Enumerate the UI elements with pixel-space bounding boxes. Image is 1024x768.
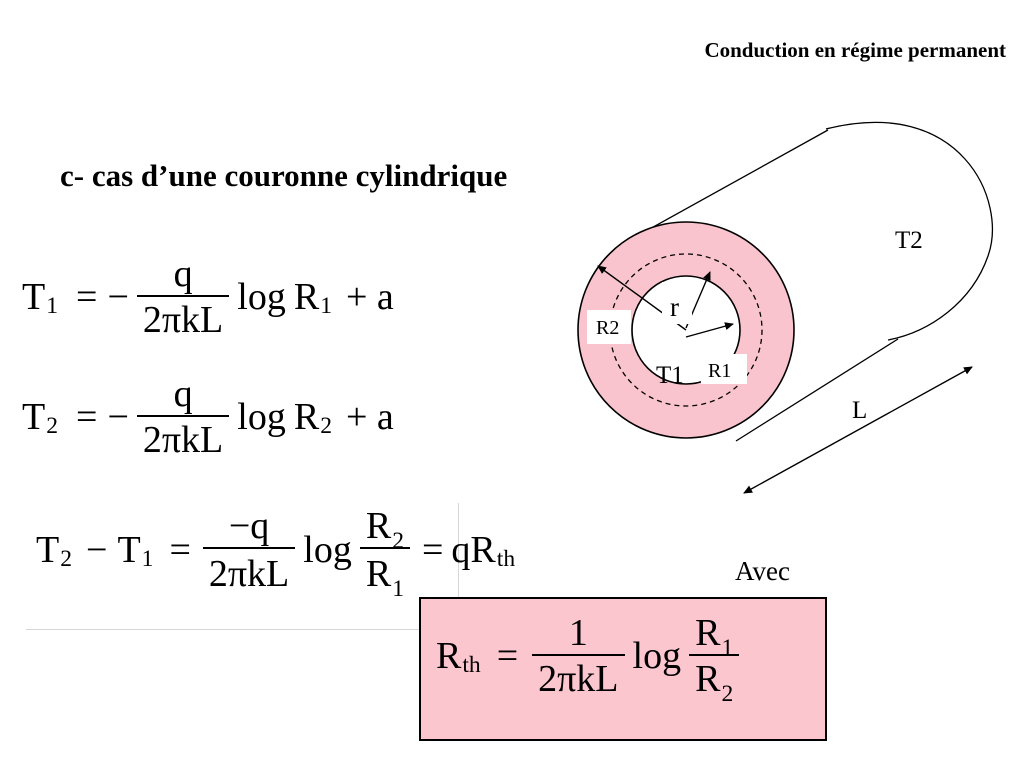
eq1-arg-var: R — [293, 276, 320, 318]
rth-fnum-var: R — [695, 612, 721, 654]
rth-ratio-numerator: R1 — [689, 612, 739, 660]
rth-ratio-fraction: R1 R2 — [689, 612, 740, 706]
eq3-a-sub: 2 — [60, 546, 72, 573]
eq2-fraction: q 2πkL — [136, 373, 230, 461]
eq2-lhs-sub: 2 — [46, 413, 58, 440]
eq3-fnum-var: R — [365, 505, 392, 547]
eq1-equals: = — [76, 276, 98, 318]
eq2-minus: − — [107, 396, 129, 438]
eq3-frame-bottom — [26, 629, 458, 630]
eq3-log: log — [303, 529, 352, 571]
rth-log: log — [632, 635, 682, 677]
avec-label: Avec — [735, 556, 790, 586]
eq3-minus: − — [86, 529, 108, 571]
rth-fden-var: R — [695, 658, 721, 700]
rth-equals: = — [496, 635, 519, 677]
eq2-equals: = — [76, 396, 98, 438]
label-r: r — [670, 292, 679, 322]
eq3-ratio-bar — [359, 547, 410, 549]
eq3-fraction-bar — [202, 547, 296, 549]
label-l: L — [852, 397, 867, 424]
eq2-tail: + a — [345, 396, 394, 438]
eq1-log: log — [237, 276, 286, 318]
rth-ratio-denominator: R2 — [689, 656, 739, 706]
eq3-fden-var: R — [365, 553, 392, 595]
rth-denominator: 2πkL — [538, 658, 619, 700]
eq2-arg-sub: 2 — [320, 413, 332, 440]
cylinder-back-end — [825, 121, 993, 341]
eq3-b-var: T — [117, 529, 141, 571]
rth-lhs-sub: th — [462, 652, 481, 679]
eq2-fraction-bar — [136, 415, 230, 417]
rth-box — [419, 597, 827, 741]
eq3-rhs-var: qR — [451, 529, 496, 571]
r1-label-bg — [701, 354, 747, 384]
eq2-arg-var: R — [293, 396, 320, 438]
page-header-title: Conduction en régime permanent — [704, 38, 1006, 62]
eq3-ratio-fraction: R2 R1 — [359, 505, 410, 601]
eq3-fden-sub: 1 — [392, 575, 404, 602]
eq2-lhs-var: T — [22, 396, 46, 438]
rth-fden-sub: 2 — [721, 680, 734, 707]
section-title: c- cas d’une couronne cylindrique — [60, 158, 508, 193]
eq1-lhs-var: T — [22, 276, 46, 318]
r1-arrow — [685, 322, 734, 338]
rth-numerator: 1 — [568, 612, 588, 654]
eq1-lhs-sub: 1 — [46, 293, 58, 320]
eq3-numerator: −q — [228, 505, 270, 547]
eq1-tail: + a — [345, 276, 394, 318]
rth-fraction-bar — [532, 654, 625, 656]
eq3-b-sub: 1 — [141, 546, 154, 573]
eq3-ratio-denominator: R1 — [360, 549, 410, 601]
eq3-equals: = — [169, 529, 191, 571]
eq2-log: log — [237, 396, 286, 438]
label-r1: R1 — [708, 360, 731, 382]
length-arrow — [743, 366, 973, 494]
eq2-denominator: 2πkL — [142, 419, 224, 461]
r-label-bg — [662, 282, 692, 324]
eq1-arg-sub: 1 — [320, 293, 332, 320]
eq3-fnum-sub: 2 — [392, 527, 404, 554]
eq3-fraction: −q 2πkL — [202, 505, 296, 595]
rth-lhs-var: R — [436, 635, 462, 677]
eq3-frame-right — [458, 503, 459, 630]
eq1-numerator: q — [173, 253, 193, 295]
rth-ratio-bar — [689, 654, 740, 656]
rth-fnum-sub: 1 — [721, 634, 734, 661]
eq3-a-var: T — [36, 529, 60, 571]
eq1-fraction-bar — [136, 295, 230, 297]
eq2-numerator: q — [173, 373, 193, 415]
eq3-denominator: 2πkL — [208, 553, 290, 595]
eq1-denominator: 2πkL — [142, 299, 224, 341]
r2-label-bg — [587, 310, 631, 344]
eq1-minus: − — [107, 276, 129, 318]
label-r2: R2 — [596, 317, 619, 339]
label-t1: T1 — [656, 362, 684, 389]
eq1-fraction: q 2πkL — [136, 253, 230, 341]
label-t2: T2 — [895, 227, 923, 254]
eq3-ratio-numerator: R2 — [360, 505, 410, 553]
eq3-rhs-sub: th — [496, 546, 516, 573]
rth-fraction: 1 2πkL — [532, 612, 625, 700]
eq3-equals-2: = — [421, 529, 444, 571]
